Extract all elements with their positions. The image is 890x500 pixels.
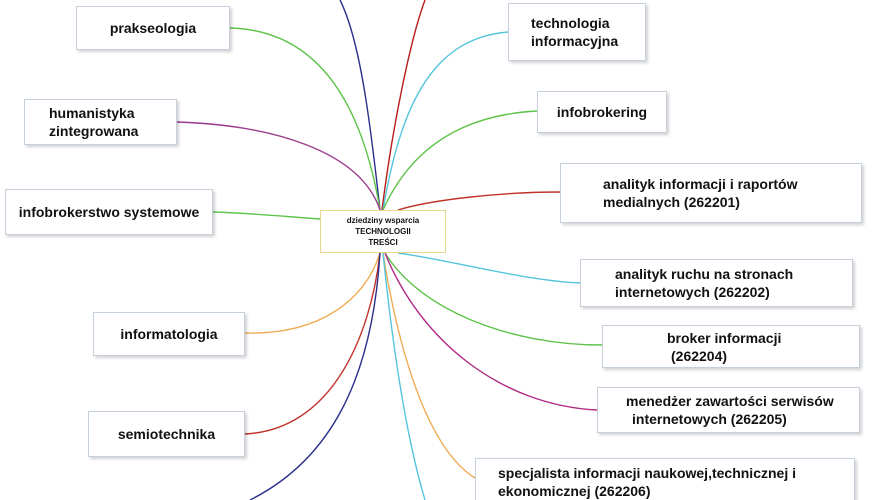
node-prakseologia[interactable]: prakseologia (76, 6, 230, 50)
node-infobrokering[interactable]: infobrokering (537, 91, 667, 133)
node-prakseologia-line1: prakseologia (109, 20, 197, 36)
link-semiotechnika (244, 252, 381, 435)
link-menedzer (384, 252, 598, 411)
node-humanistyka-line1: humanistyka (49, 105, 135, 121)
link-top-red (381, 0, 426, 211)
link-analityk-ruchu (397, 252, 581, 284)
link-infobrokering (382, 110, 538, 211)
node-analityk-ruchu[interactable]: analityk ruchu na stronach internetowych… (580, 259, 853, 307)
node-infobrokerstwo[interactable]: infobrokerstwo systemowe (5, 189, 213, 235)
node-analityk-ruchu-line1: analityk ruchu na stronach (615, 266, 794, 282)
central-topic-line2: TECHNOLOGII (355, 227, 411, 236)
node-analityk-informacji-line1: analityk informacji i raportów (603, 176, 798, 192)
node-infobrokerstwo-line1: infobrokerstwo systemowe (18, 204, 200, 220)
node-specjalista-line2: ekonomicznej (262206) (498, 483, 651, 499)
node-technologia-line1: technologia (531, 15, 610, 31)
node-informatologia[interactable]: informatologia (93, 312, 245, 356)
node-specjalista[interactable]: specjalista informacji naukowej,technicz… (475, 458, 855, 500)
link-informatologia (244, 252, 381, 334)
node-analityk-informacji-line2: medialnych (262201) (603, 194, 740, 210)
node-humanistyka[interactable]: humanistyka zintegrowana (24, 99, 177, 145)
link-humanistyka (176, 121, 381, 211)
link-top-navy (339, 0, 381, 211)
node-broker[interactable]: broker informacji (262204) (602, 325, 860, 368)
central-topic[interactable]: dziedziny wsparcia TECHNOLOGII TREŚCI (320, 210, 446, 253)
node-broker-line1: broker informacji (667, 329, 782, 346)
link-infobrokerstwo (212, 211, 321, 220)
node-analityk-ruchu-line2: internetowych (262202) (615, 284, 770, 300)
node-semiotechnika[interactable]: semiotechnika (88, 411, 245, 457)
link-specjalista (382, 252, 476, 479)
node-technologia[interactable]: technologia informacyjna (508, 3, 646, 61)
node-menedzer-line2: internetowych (262205) (632, 411, 787, 427)
node-informatologia-line1: informatologia (120, 326, 218, 342)
link-bottom-navy (249, 252, 381, 500)
central-topic-line3: TREŚCI (368, 238, 398, 247)
node-broker-line2: (262204) (671, 347, 728, 364)
node-menedzer[interactable]: menedżer zawartości serwisów internetowy… (597, 387, 860, 433)
link-analityk-informacji (397, 191, 561, 211)
link-bottom-cyan (382, 252, 426, 500)
link-prakseologia (229, 27, 381, 211)
node-technologia-line2: informacyjna (531, 33, 619, 49)
node-analityk-informacji[interactable]: analityk informacji i raportów medialnyc… (560, 163, 862, 223)
node-menedzer-line1: menedżer zawartości serwisów (626, 393, 834, 409)
node-humanistyka-line2: zintegrowana (49, 123, 139, 139)
central-topic-line1: dziedziny wsparcia (346, 216, 420, 225)
link-technologia (382, 31, 509, 211)
node-specjalista-line1: specjalista informacji naukowej,technicz… (498, 465, 796, 481)
node-infobrokering-line1: infobrokering (556, 104, 648, 120)
node-semiotechnika-line1: semiotechnika (117, 426, 216, 442)
link-broker (384, 252, 603, 346)
